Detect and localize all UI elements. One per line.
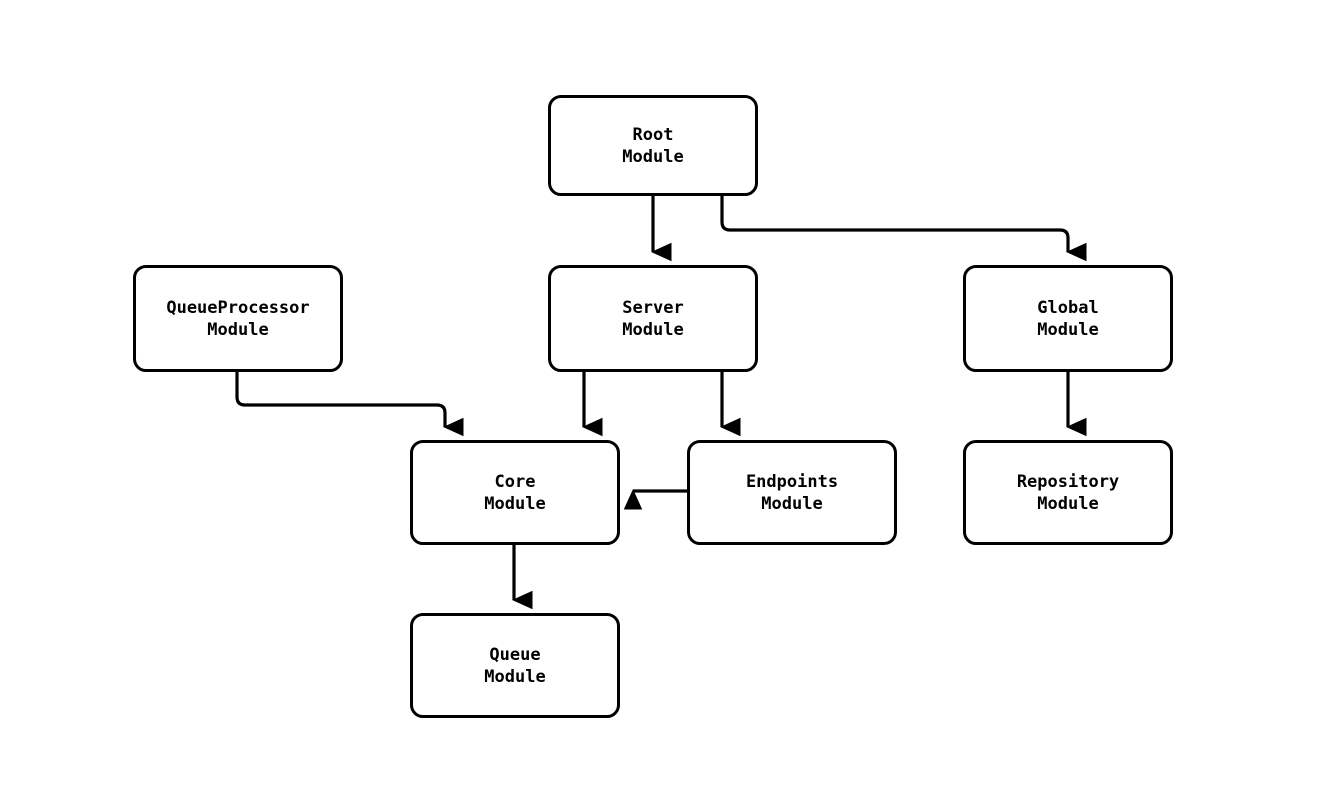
node-root[interactable]: Root Module [548, 95, 758, 196]
node-label-core: Core Module [484, 471, 546, 514]
node-label-server: Server Module [622, 297, 684, 340]
node-label-endpoints: Endpoints Module [745, 471, 839, 514]
edge-queueprocessor-core [235, 372, 464, 437]
node-endpoints[interactable]: Endpoints Module [687, 440, 897, 545]
edge-root-global [720, 196, 1087, 262]
node-label-root: Root Module [622, 124, 684, 167]
node-repository[interactable]: Repository Module [963, 440, 1173, 545]
node-core[interactable]: Core Module [410, 440, 620, 545]
node-queue[interactable]: Queue Module [410, 613, 620, 718]
node-label-global: Global Module [1037, 297, 1099, 340]
node-queueprocessor[interactable]: QueueProcessor Module [133, 265, 343, 372]
node-label-queueprocessor: QueueProcessor Module [166, 297, 310, 340]
node-label-queue: Queue Module [484, 644, 546, 687]
node-label-repository: Repository Module [1016, 471, 1120, 514]
node-global[interactable]: Global Module [963, 265, 1173, 372]
node-server[interactable]: Server Module [548, 265, 758, 372]
